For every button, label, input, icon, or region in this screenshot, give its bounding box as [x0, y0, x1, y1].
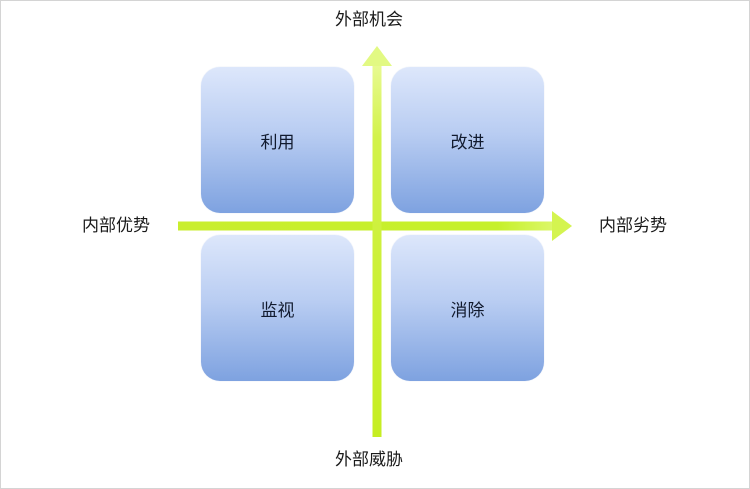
axis-label-internal-weakness: 内部劣势: [599, 216, 667, 236]
quadrant-top-right: 改进: [391, 67, 544, 213]
axis-label-external-threat: 外部威胁: [335, 450, 403, 470]
quadrant-label-monitor: 监视: [260, 300, 295, 321]
quadrant-bottom-right: 消除: [391, 235, 544, 381]
quadrant-label-utilize: 利用: [260, 132, 295, 153]
quadrant-bottom-left: 监视: [201, 235, 354, 381]
quadrant-label-eliminate: 消除: [450, 300, 485, 321]
quadrant-label-improve: 改进: [450, 132, 485, 153]
axis-label-external-opportunity: 外部机会: [335, 10, 403, 30]
quadrant-top-left: 利用: [201, 67, 354, 213]
axis-label-internal-strength: 内部优势: [82, 216, 150, 236]
